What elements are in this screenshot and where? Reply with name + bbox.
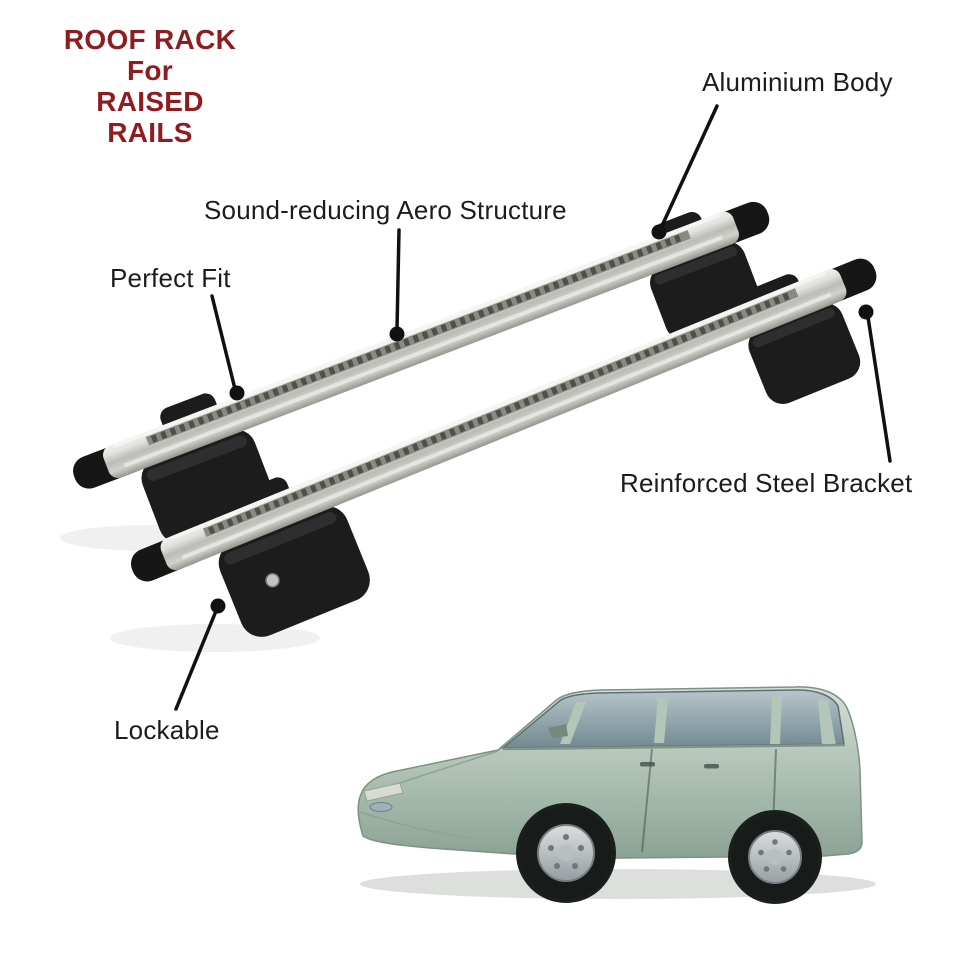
callout-steel-bracket: Reinforced Steel Bracket <box>620 468 913 498</box>
title-line-3: RAISED RAILS <box>96 86 204 148</box>
leader-line-perfect-fit <box>210 294 237 391</box>
bar-sheen <box>123 235 724 468</box>
bar-top-highlight <box>170 270 827 541</box>
van-door-handle <box>640 762 655 767</box>
title-line-1: ROOF RACK <box>63 24 237 55</box>
pointer-dot-aero-structure <box>389 326 405 342</box>
van-bumper-line <box>359 811 471 839</box>
pointer-dot-lockable <box>210 598 226 614</box>
crossbar-bottom <box>130 258 877 637</box>
bar-channel-texture <box>207 290 795 535</box>
crossbar-top <box>73 201 770 543</box>
lock-cylinder <box>265 573 280 588</box>
leader-line-steel-bracket <box>866 315 892 463</box>
van-door-handle <box>704 764 719 769</box>
van-headlight <box>363 782 404 802</box>
rack-shadow <box>110 624 320 652</box>
van-mirror <box>548 724 568 738</box>
van-grille-badge <box>369 802 393 812</box>
leader-line-aero-structure <box>395 228 401 332</box>
product-title: ROOF RACK For RAISED RAILS <box>52 24 248 148</box>
callout-aero-structure: Sound-reducing Aero Structure <box>204 195 567 225</box>
pointer-dot-steel-bracket <box>858 304 874 320</box>
pointer-dot-perfect-fit <box>229 385 245 401</box>
van-d-pillar <box>818 699 836 745</box>
van-c-pillar <box>770 696 782 744</box>
callout-perfect-fit: Perfect Fit <box>110 263 231 293</box>
van-wheel-front <box>520 807 612 899</box>
van-b-pillar <box>654 698 668 743</box>
callout-lockable: Lockable <box>114 715 220 745</box>
leader-line-aluminium-body <box>659 104 719 230</box>
bar-top-highlight <box>113 212 720 448</box>
minivan-image <box>357 686 876 904</box>
van-greenhouse-glass <box>500 689 845 749</box>
leader-line-lockable <box>174 609 218 711</box>
van-door-seam <box>641 748 653 853</box>
van-beltline <box>502 743 846 751</box>
van-wheel-rear <box>732 814 818 900</box>
callout-aluminium-body: Aluminium Body <box>702 67 893 97</box>
bar-sheen <box>181 292 832 560</box>
title-line-2: For <box>126 55 173 86</box>
pointer-dot-aluminium-body <box>651 224 667 240</box>
